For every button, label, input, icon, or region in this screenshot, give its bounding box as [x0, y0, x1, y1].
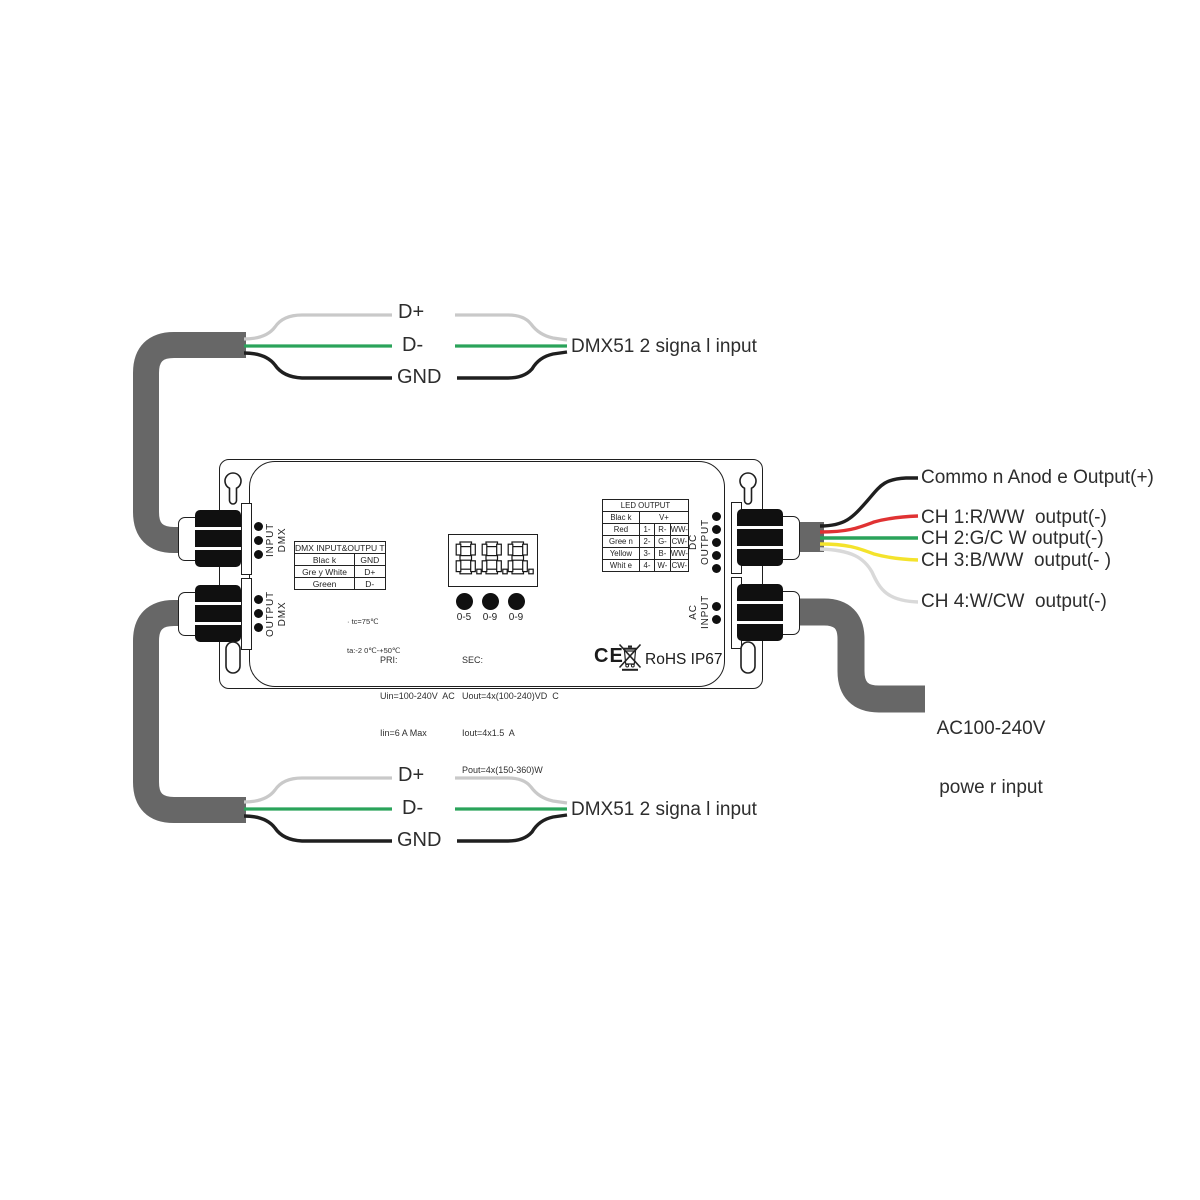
- button-range-label: 0-9: [508, 612, 524, 623]
- dmx-in-gland: [195, 509, 241, 567]
- seven-segment-display: [448, 534, 538, 587]
- dmx-table-header: DMX INPUT&OUTPU T: [294, 541, 386, 554]
- port-label-dc-output: DC OUTPUT: [688, 519, 711, 565]
- ac-power-label: AC100-240V powe r input: [936, 718, 1046, 798]
- top-dplus-label: D+: [398, 301, 425, 323]
- bottom-gnd-wire: [243, 813, 568, 843]
- dmx-out-pin: [254, 622, 263, 632]
- dmx-in-pin: [254, 521, 263, 531]
- bottom-dmx-signal-label: DMX51 2 signa l input: [571, 799, 757, 820]
- dmx-address-button-1: [455, 592, 473, 610]
- port-label-dmx-output: OUTPUT DMX: [265, 591, 288, 637]
- bottom-dplus-label: D+: [398, 764, 425, 786]
- ch1-red-wire: [819, 514, 919, 534]
- common-anode-wire: [819, 476, 918, 528]
- dmx-out-pin: [254, 608, 263, 618]
- top-dminus-label: D-: [402, 334, 424, 356]
- ch3-output-label: CH 3:B/WW output(- ): [921, 550, 1112, 571]
- ch4-output-label: CH 4:W/CW output(-): [921, 591, 1107, 612]
- ac-in-pin: [711, 601, 721, 611]
- top-dplus-wire: [243, 313, 568, 342]
- bottom-dminus-label: D-: [402, 797, 424, 819]
- ch2-output-label: CH 2:G/C W output(-): [921, 528, 1104, 549]
- port-label-dmx-input: INPUT DMX: [265, 523, 288, 557]
- ch4-white-wire: [819, 547, 919, 604]
- dmx-out-gland-flange: [241, 578, 252, 650]
- rohs-ip67-label: RoHS IP67: [645, 651, 723, 668]
- button-range-label: 0-9: [482, 612, 498, 623]
- top-dmx-signal-label: DMX51 2 signa l input: [571, 336, 757, 357]
- ch3-yellow-wire: [819, 542, 919, 562]
- ch1-output-label: CH 1:R/WW output(-): [921, 507, 1107, 528]
- ac-in-pin: [711, 614, 721, 624]
- dc-out-pin: [711, 563, 721, 573]
- dc-out-pin: [711, 524, 721, 534]
- bottom-dplus-wire: [243, 776, 568, 805]
- dmx-wiring-table: DMX INPUT&OUTPU T Blac k GND Gre y White…: [294, 541, 386, 590]
- dc-out-pin: [711, 511, 721, 521]
- led-table-header: LED OUTPUT: [602, 499, 689, 512]
- dmx-out-pin: [254, 594, 263, 604]
- led-output-table: LED OUTPUT Blac k V+ Red 1- R- WW- Gree …: [602, 499, 690, 572]
- dmx-address-button-3: [507, 592, 525, 610]
- secondary-ratings: SEC: Uout=4x(100-240)VD C Iout=4x1.5 A P…: [462, 654, 559, 776]
- ac-in-gland: [737, 583, 783, 641]
- primary-ratings: PRI: Uin=100-240V AC Iin=6 A Max: [380, 654, 455, 739]
- ce-mark: CE: [594, 645, 624, 667]
- dmx-input-cable: [133, 332, 246, 553]
- common-anode-label: Commo n Anod e Output(+): [921, 467, 1154, 488]
- dmx-in-pin: [254, 549, 263, 559]
- top-gnd-label: GND: [397, 366, 442, 388]
- temperature-note: · tc=75℃ ta:-2 0℃-+50℃: [347, 617, 401, 655]
- dmx-address-button-2: [481, 592, 499, 610]
- dmx-out-gland: [195, 584, 241, 642]
- dmx-in-pin: [254, 535, 263, 545]
- dmx-in-gland-flange: [241, 503, 252, 575]
- port-label-ac-input: AC INPUT: [688, 595, 711, 629]
- ac-in-gland-cap: [781, 591, 800, 635]
- dc-out-gland-cap: [781, 516, 800, 560]
- button-range-label: 0-5: [456, 612, 472, 623]
- dmx-output-cable: [133, 600, 246, 823]
- top-gnd-wire: [243, 350, 568, 380]
- ac-input-cable: [790, 598, 925, 713]
- dc-out-pin: [711, 550, 721, 560]
- dc-out-gland: [737, 508, 783, 566]
- bottom-gnd-label: GND: [397, 829, 442, 851]
- dc-out-pin: [711, 537, 721, 547]
